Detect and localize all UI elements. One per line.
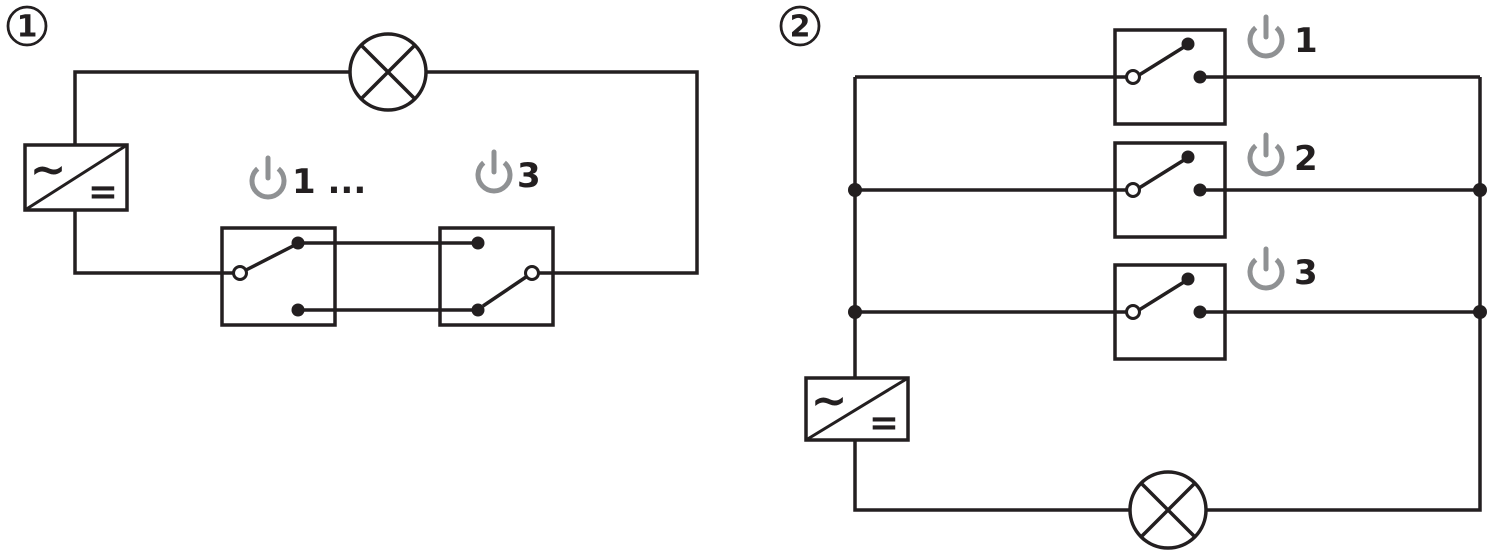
switch-1 — [1113, 28, 1227, 126]
two-way-switch-2 — [438, 226, 555, 327]
lamp-circle — [348, 32, 428, 112]
switch-common-contact — [1125, 69, 1141, 85]
switch-lever — [1138, 158, 1185, 190]
switch-lever — [1138, 280, 1185, 312]
dc-symbol: = — [88, 172, 118, 213]
switch-contact — [1193, 183, 1207, 197]
switch-contact — [1181, 150, 1195, 164]
converter-diagonal — [24, 143, 128, 212]
circuit-wires — [853, 75, 1482, 512]
power-button-icon — [475, 149, 513, 194]
switch-label: 1 — [1294, 21, 1318, 61]
switch-box — [438, 226, 555, 327]
switch-box — [1113, 263, 1227, 361]
ac-symbol: ~ — [811, 376, 848, 427]
circuit-diagram-2: 2 1 2 — [779, 5, 1487, 550]
switch-contact — [471, 303, 485, 317]
circuit-wires — [73, 70, 699, 312]
switch-contact — [291, 236, 305, 250]
switch-contact — [1193, 305, 1207, 319]
converter-diagonal — [805, 376, 909, 442]
circuit-diagram-1: 1 ~ = — [6, 5, 699, 327]
power-arc — [475, 160, 513, 194]
power-button-icon — [1247, 132, 1285, 177]
dc-symbol: = — [869, 403, 899, 444]
power-arc — [1247, 143, 1285, 177]
switch-box — [1113, 141, 1227, 239]
switch-common-contact — [1125, 304, 1141, 320]
badge-circle — [6, 5, 48, 47]
switch-common-contact — [524, 265, 540, 281]
power-button-icon — [1247, 14, 1285, 59]
switch-contact — [471, 236, 485, 250]
power-supply-icon: ~ = — [23, 143, 129, 213]
switch-common-contact — [1125, 182, 1141, 198]
power-arc — [1247, 257, 1285, 291]
power-button-icon — [249, 155, 287, 200]
badge-circle — [779, 5, 821, 47]
junction-dot — [848, 305, 862, 319]
two-way-switch-1 — [220, 226, 337, 327]
power-supply-box — [804, 376, 910, 442]
badge-label: 1 — [17, 10, 38, 45]
lamp-icon — [1128, 470, 1208, 550]
junction-dot — [1473, 305, 1487, 319]
switch-box — [1113, 28, 1227, 126]
power-button-icon — [1247, 246, 1285, 291]
switch-contact — [1181, 37, 1195, 51]
badge-label: 2 — [790, 10, 811, 45]
diagram-2-badge: 2 — [779, 5, 821, 47]
lamp-cross — [359, 43, 417, 101]
junction-dot — [1473, 183, 1487, 197]
diagram-1-badge: 1 — [6, 5, 48, 47]
switch-lever — [1138, 45, 1185, 77]
switch-contact — [291, 303, 305, 317]
power-supply-icon: ~ = — [804, 376, 910, 444]
switch-lever — [482, 275, 527, 308]
switch-label: 3 — [1294, 253, 1318, 293]
switch-3 — [1113, 263, 1227, 361]
switch-label: 2 — [1294, 139, 1318, 179]
power-arc — [249, 166, 287, 200]
switch-contact — [1193, 70, 1207, 84]
ac-symbol: ~ — [30, 145, 67, 196]
power-supply-box — [23, 143, 129, 212]
lamp-icon — [348, 32, 428, 112]
junction-dot — [848, 183, 862, 197]
switch-contact — [1181, 272, 1195, 286]
lamp-circle — [1128, 470, 1208, 550]
switch-lever — [245, 244, 294, 272]
lamp-cross — [1139, 481, 1197, 539]
power-arc — [1247, 25, 1285, 59]
switch-2 — [1113, 141, 1227, 239]
switch-box — [220, 226, 337, 327]
switch-label: 3 — [517, 156, 541, 196]
switch-label: 1 ... — [292, 162, 366, 202]
switch-common-contact — [232, 265, 248, 281]
